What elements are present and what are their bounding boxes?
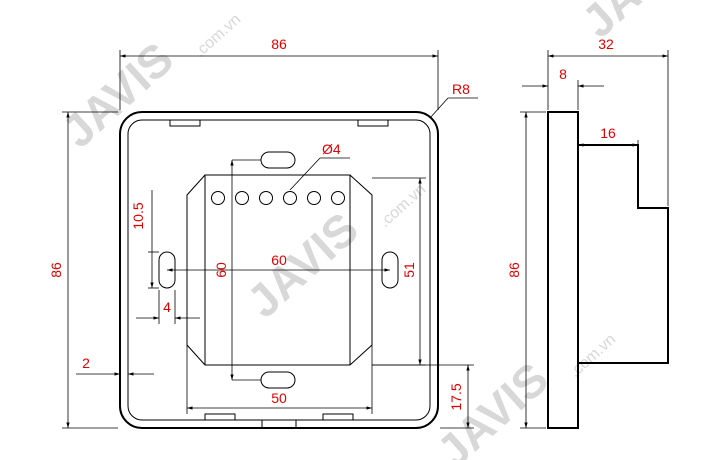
svg-text:JAVIS: JAVIS: [427, 352, 558, 460]
terminal-holes: [211, 191, 345, 205]
dim-step: 16: [600, 125, 616, 141]
dim-hole: Ø4: [322, 141, 341, 157]
inner-frame: [127, 119, 431, 421]
dim-depth: 32: [598, 36, 614, 52]
dim-bottom-offset: 17.5: [448, 383, 464, 410]
dim-width: 86: [271, 36, 287, 52]
dim-frame-thickness: 2: [82, 355, 90, 371]
top-tab-left: [169, 119, 201, 127]
svg-text:JAVIS: JAVIS: [237, 202, 368, 327]
front-view: 86 86 R8 Ø4 60 60 10.5 4: [48, 36, 478, 429]
dim-slot-height: 10.5: [130, 202, 146, 229]
dim-module-width: 50: [271, 390, 287, 406]
svg-text:.com.vn: .com.vn: [376, 181, 429, 231]
bottom-tab-left: [204, 413, 236, 421]
dim-module-height: 51: [401, 262, 417, 278]
outer-plate: [119, 111, 439, 429]
svg-text:JAVIS: JAVIS: [52, 32, 183, 157]
dim-height: 86: [48, 262, 64, 278]
slot-bottom: [260, 371, 296, 389]
svg-text:JAVIS: JAVIS: [572, 0, 703, 47]
dim-slot-offset: 4: [163, 299, 171, 315]
dim-plate-thickness: 8: [559, 66, 567, 82]
watermark: JAVIS .com.vn JAVIS .com.vn JAVIS .com.v…: [52, 0, 703, 460]
top-tab-right: [357, 119, 389, 127]
dim-radius: R8: [452, 81, 470, 97]
side-view: 32 8 86 16: [506, 36, 669, 429]
svg-text:.com.vn: .com.vn: [566, 331, 619, 381]
svg-text:.com.vn: .com.vn: [191, 11, 244, 61]
dim-side-height: 86: [506, 262, 522, 278]
bottom-tab-right: [322, 413, 354, 421]
slot-top: [260, 151, 296, 169]
dim-slot-horizontal: 60: [271, 252, 287, 268]
side-plate: [547, 111, 579, 429]
